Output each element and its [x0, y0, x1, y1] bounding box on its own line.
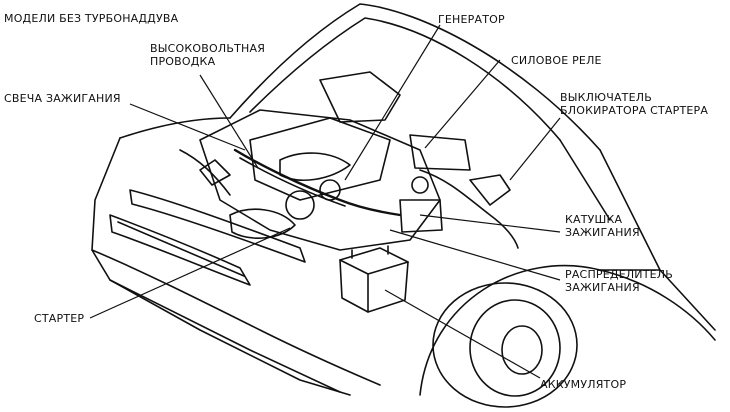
headlight	[129, 189, 306, 263]
grille	[109, 214, 251, 286]
hv-wire-bundle	[233, 148, 402, 217]
battery-box	[339, 247, 409, 313]
label-power-relay: СИЛОВОЕ РЕЛЕ	[511, 54, 602, 67]
label-hv-wiring: ВЫСОКОВОЛЬТНАЯ ПРОВОДКА	[150, 42, 265, 68]
bumper	[91, 249, 381, 386]
pulley	[285, 190, 315, 220]
label-ignition-coil: КАТУШКА ЗАЖИГАНИЯ	[565, 213, 640, 239]
label-ignition-coil-line1: КАТУШКА	[565, 213, 623, 226]
air-box	[319, 71, 401, 123]
label-ignition-coil-line2: ЗАЖИГАНИЯ	[565, 226, 640, 239]
starter-body	[229, 208, 296, 239]
leader-generator	[344, 24, 441, 181]
fender-left-top	[119, 117, 231, 139]
label-generator: ГЕНЕРАТОР	[438, 13, 505, 26]
relay-box	[409, 134, 471, 171]
hood-outline	[229, 3, 601, 151]
wire-2	[239, 157, 346, 207]
leader-lines	[89, 24, 561, 379]
label-spark-plug: СВЕЧА ЗАЖИГАНИЯ	[4, 92, 121, 105]
label-starter-switch-line1: ВЫКЛЮЧАТЕЛЬ	[560, 91, 652, 104]
leader-distributor	[389, 229, 561, 281]
label-distributor: РАСПРЕДЕЛИТЕЛЬ ЗАЖИГАНИЯ	[565, 268, 673, 294]
fender-right	[599, 269, 716, 331]
hood-inner-edge	[249, 17, 561, 141]
grille-slat-1	[117, 221, 245, 277]
label-distributor-line1: РАСПРЕДЕЛИТЕЛЬ	[565, 268, 674, 281]
pulley-2	[319, 179, 341, 201]
label-distributor-line2: ЗАЖИГАНИЯ	[565, 281, 640, 294]
label-battery: АККУМУЛЯТОР	[540, 378, 627, 391]
hose-1	[419, 169, 519, 249]
hub	[501, 325, 543, 375]
bumper-lower	[109, 279, 341, 393]
cowl	[559, 139, 661, 271]
label-starter-switch-line2: БЛОКИРАТОРА СТАРТЕРА	[560, 104, 709, 117]
intake	[279, 152, 351, 181]
tire-outer	[432, 282, 578, 408]
leader-battery	[384, 289, 541, 379]
cap	[411, 176, 429, 194]
label-starter: СТАРТЕР	[34, 312, 85, 325]
label-hv-wiring-line2: ПРОВОДКА	[150, 55, 216, 68]
engine-block	[199, 109, 441, 251]
diagram-caption: МОДЕЛИ БЕЗ ТУРБОНАДДУВА	[4, 12, 179, 25]
detail-b	[199, 159, 231, 186]
valve-cover	[249, 117, 391, 201]
tire-inner	[469, 299, 561, 397]
leader-spark-plug	[129, 103, 246, 151]
leader-ignition-coil	[419, 214, 561, 233]
leader-starter-switch	[509, 117, 561, 181]
battery-terminal-1	[351, 245, 389, 259]
coil	[399, 199, 443, 233]
leader-starter	[89, 227, 291, 319]
hose-2	[179, 149, 231, 196]
label-hv-wiring-line1: ВЫСОКОВОЛЬТНАЯ	[150, 42, 266, 55]
detail-a	[469, 174, 511, 206]
wheel-arch	[419, 265, 716, 396]
leader-power-relay	[424, 59, 501, 149]
leader-hv-wiring	[199, 74, 259, 169]
battery-top	[339, 259, 409, 313]
label-starter-switch: ВЫКЛЮЧАТЕЛЬ БЛОКИРАТОРА СТАРТЕРА	[560, 91, 708, 117]
